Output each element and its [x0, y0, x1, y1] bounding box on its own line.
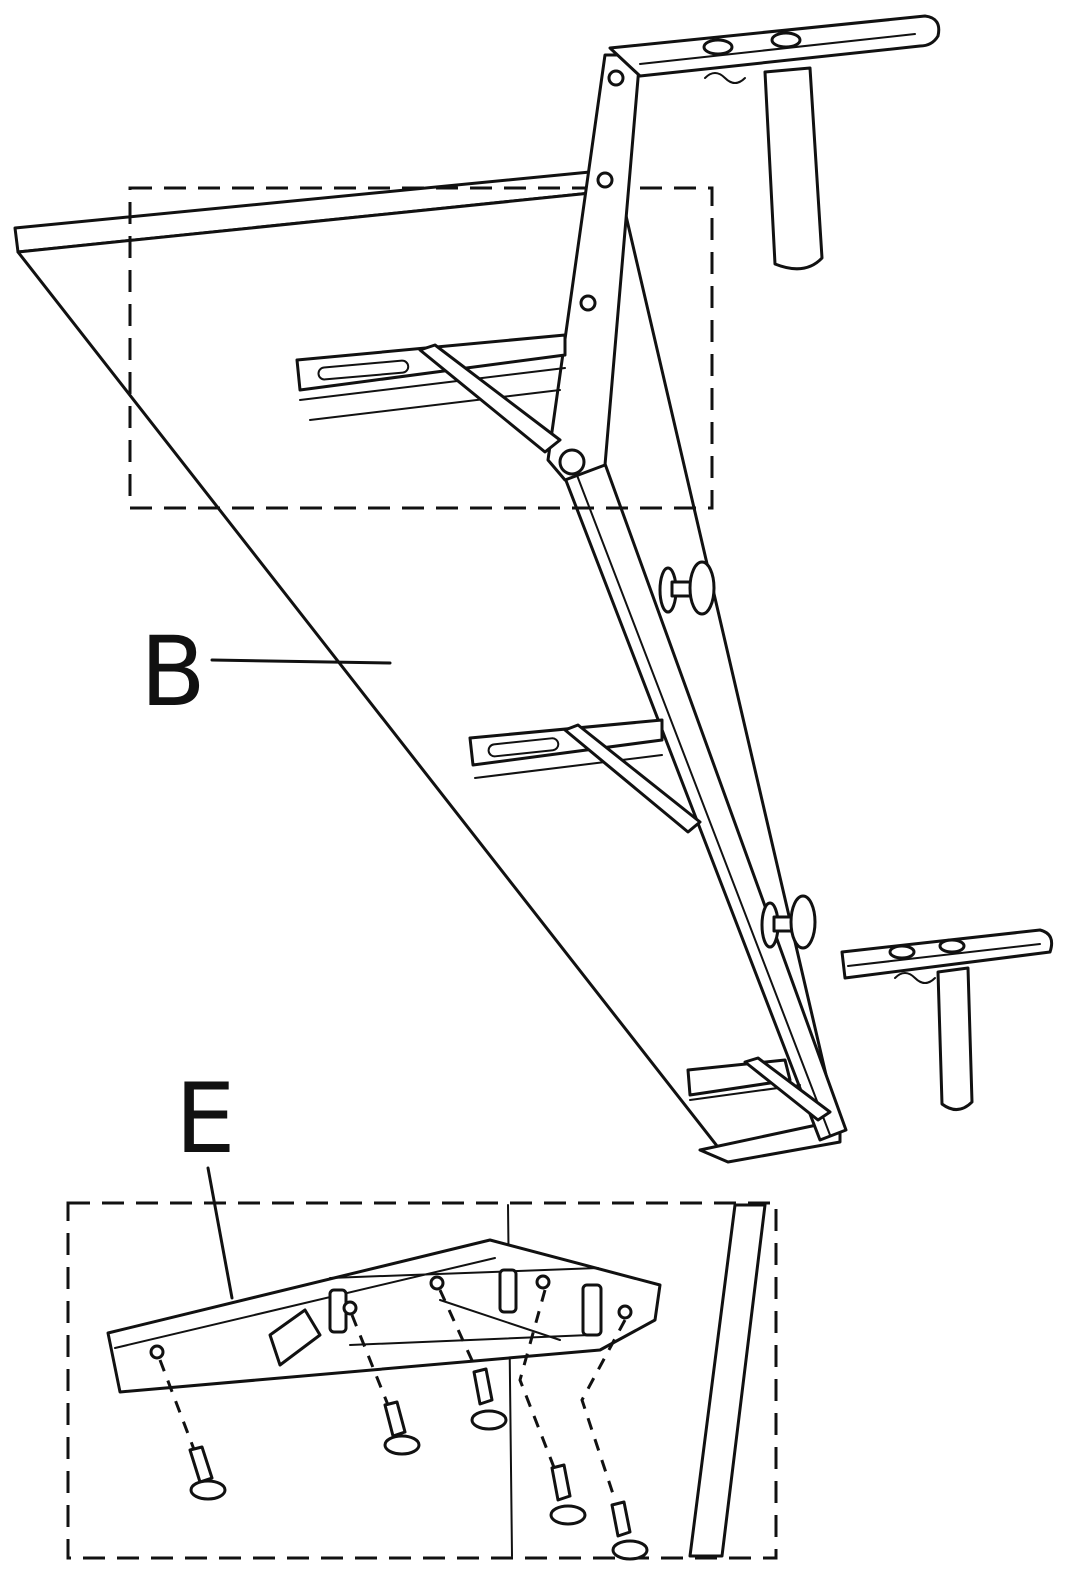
detail-box-upper	[128, 186, 714, 510]
label-b-leader	[210, 658, 392, 665]
detail-box-e	[66, 1201, 778, 1560]
screw-2	[383, 1400, 421, 1456]
screw-5	[610, 1500, 649, 1561]
upper-bracket	[546, 14, 941, 482]
label-e-leader	[206, 1166, 234, 1300]
l-bracket	[106, 1238, 662, 1394]
lower-rail	[686, 1056, 832, 1122]
upper-rail	[295, 333, 567, 454]
label-b: B	[140, 616, 206, 728]
knob-upper	[658, 560, 716, 616]
screw-1	[188, 1445, 227, 1501]
screw-4	[549, 1463, 587, 1526]
screw-3	[470, 1367, 508, 1431]
middle-rail	[468, 718, 702, 834]
knob-lower	[760, 894, 817, 950]
panel-b	[13, 170, 848, 1164]
label-e: E	[175, 1063, 236, 1175]
lower-leg-bracket	[840, 928, 1054, 1111]
